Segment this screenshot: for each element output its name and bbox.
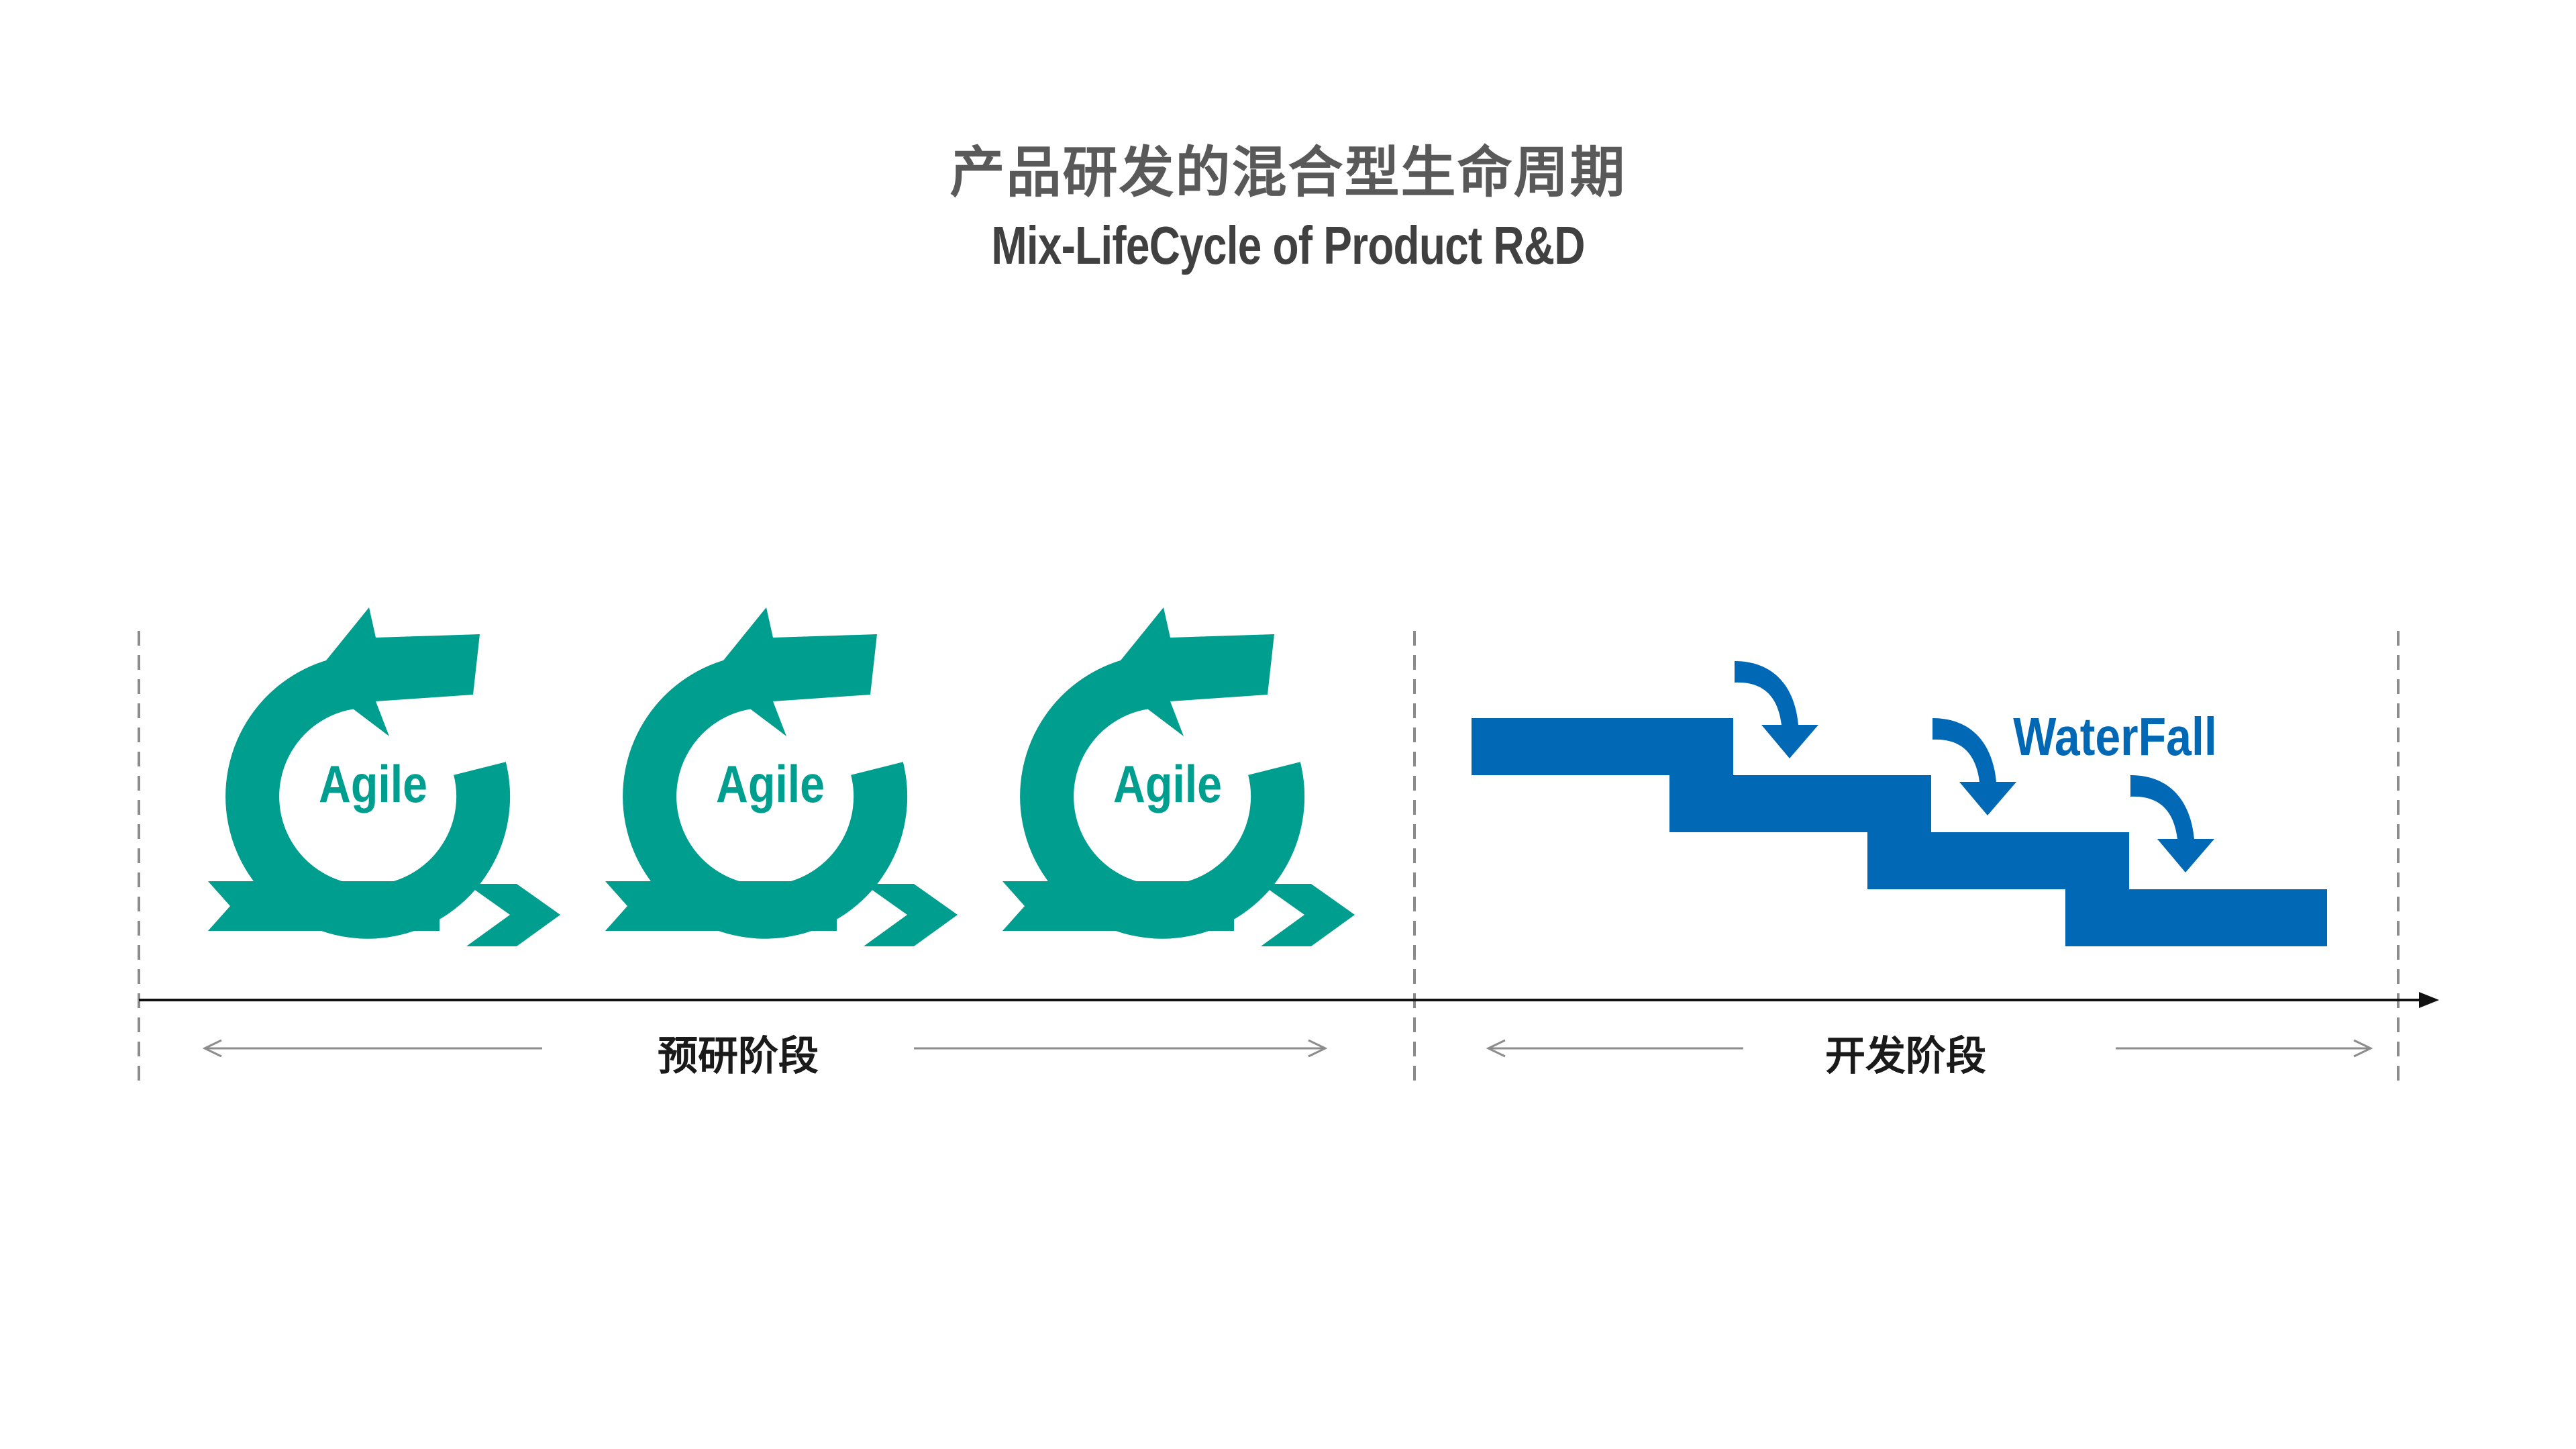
page-title-english: Mix-LifeCycle of Product R&D — [991, 215, 1585, 275]
waterfall-arrow-1 — [1735, 661, 1818, 758]
waterfall-steps — [1472, 718, 2327, 946]
agile-label-3: Agile — [1113, 755, 1222, 813]
waterfall-step-3 — [1867, 832, 2129, 889]
development-phase-span — [1486, 1039, 2373, 1058]
research-phase-span — [202, 1039, 1328, 1058]
phase-label-development: 开发阶段 — [1825, 1033, 1986, 1080]
agile-label-2: Agile — [716, 755, 825, 813]
waterfall-arrow-3 — [2130, 775, 2214, 872]
waterfall-step-2 — [1669, 775, 1931, 832]
agile-label-1: Agile — [319, 755, 427, 813]
waterfall-flow-arrows — [1735, 661, 2214, 872]
waterfall-step-4 — [2065, 889, 2327, 946]
waterfall-label: WaterFall — [2013, 707, 2217, 766]
page-title-chinese: 产品研发的混合型生命周期 — [949, 141, 1627, 205]
phase-label-research: 预研阶段 — [658, 1033, 819, 1080]
waterfall-arrow-2 — [1933, 718, 2016, 815]
waterfall-step-1 — [1472, 718, 1733, 775]
timeline-axis-arrowhead — [2419, 992, 2439, 1008]
